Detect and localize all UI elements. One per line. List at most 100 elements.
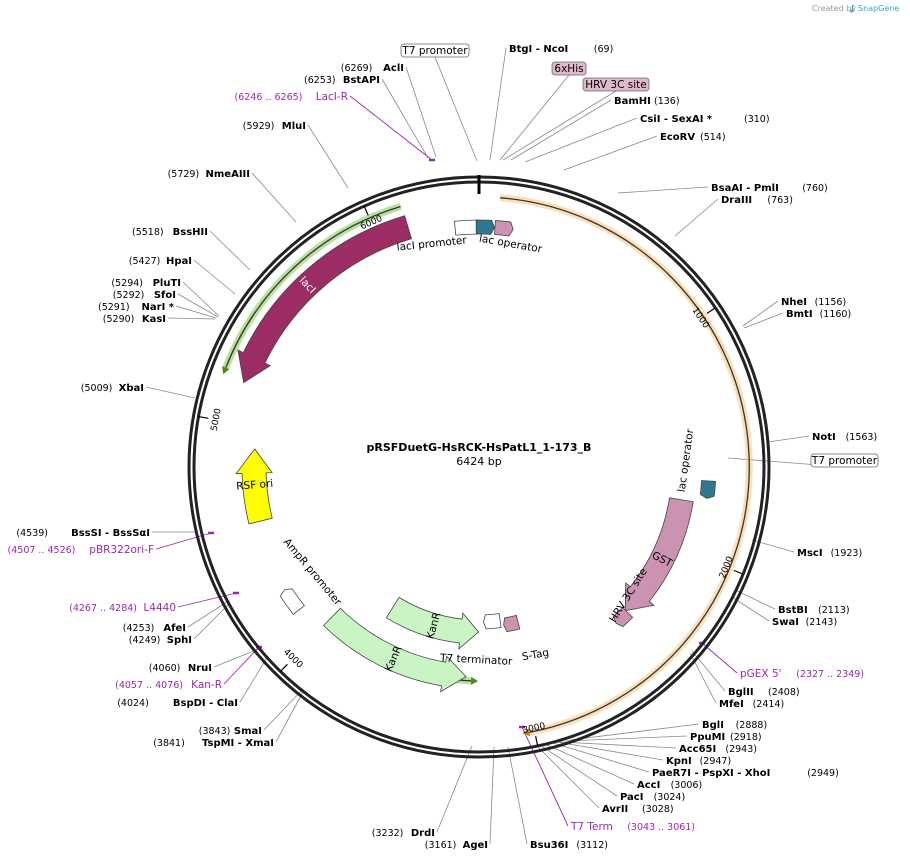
site-label: MscI(1923) bbox=[797, 548, 862, 559]
feature-gst bbox=[624, 497, 694, 612]
site-leader-line bbox=[731, 596, 770, 622]
site-name: PluTI bbox=[153, 278, 181, 289]
site-label: BstAPI(6253) bbox=[304, 75, 380, 86]
primer-label: Kan-R(4057 .. 4076) bbox=[115, 679, 222, 691]
site-position: (2888) bbox=[736, 720, 768, 731]
tick-mark bbox=[363, 205, 369, 216]
site-name: BssSI - BssSαI bbox=[71, 528, 150, 539]
small-feature-lac-operator-top bbox=[475, 219, 495, 235]
snapgene-credit: Created by ʆ SnapGene bbox=[812, 4, 899, 13]
site-name: DrdI bbox=[411, 828, 435, 839]
plasmid-length: 6424 bp bbox=[456, 455, 501, 468]
site-position: (69) bbox=[594, 44, 614, 55]
small-feature-hrv-top bbox=[494, 220, 514, 237]
site-leader-line bbox=[263, 688, 304, 731]
site-position: (3161) bbox=[425, 840, 457, 851]
primer-label: LacI-R(6246 .. 6265) bbox=[235, 91, 348, 103]
small-feature-hrv-right bbox=[613, 607, 634, 628]
site-label: KasI(5290) bbox=[103, 314, 166, 325]
site-position: (4249) bbox=[129, 635, 161, 646]
site-label: BglI(2888) bbox=[702, 720, 767, 731]
site-name: NotI bbox=[812, 432, 836, 443]
site-label: AfeI (4253) bbox=[123, 623, 186, 634]
boxed-label-frame bbox=[551, 61, 587, 76]
primer-leader-line bbox=[223, 646, 260, 685]
site-name: TspMI - XmaI bbox=[202, 738, 274, 749]
site-name: PacI bbox=[620, 792, 643, 803]
primer-leader-line bbox=[521, 726, 569, 827]
site-position: (5290) bbox=[103, 314, 135, 325]
primer-label: pBR322ori-F(4507 .. 4526) bbox=[8, 544, 154, 556]
site-leader-line bbox=[187, 601, 228, 628]
site-name: BtgI - NcoI bbox=[509, 44, 568, 55]
small-feature-s-tag bbox=[503, 614, 521, 633]
site-position: (136) bbox=[654, 96, 680, 107]
site-label: DraIII(763) bbox=[721, 195, 793, 206]
site-leader-line bbox=[251, 172, 297, 223]
site-label: BssSI - BssSαI (4539) bbox=[16, 528, 150, 539]
orf-arc-green-lacI-head bbox=[222, 366, 230, 375]
site-leader-line bbox=[674, 198, 719, 237]
site-label: BsaAI - PmlI(760) bbox=[711, 183, 828, 194]
site-position: (760) bbox=[802, 183, 828, 194]
orf-arc-green-kan-head bbox=[470, 676, 479, 685]
site-label: SwaI(2143) bbox=[772, 617, 837, 628]
orf-arc-green-lacI bbox=[225, 205, 401, 368]
site-position: (3843) bbox=[199, 726, 231, 737]
site-label: SphI(4249) bbox=[129, 635, 192, 646]
site-name: BstAPI bbox=[343, 75, 380, 86]
primer-label: pGEX 5'(2327 .. 2349) bbox=[740, 668, 864, 680]
site-leader-line bbox=[177, 293, 219, 318]
site-position: (2408) bbox=[768, 687, 800, 698]
site-name: BglII bbox=[728, 687, 754, 698]
tick-label: 5000 bbox=[210, 407, 224, 432]
primer-name: pGEX 5' bbox=[740, 668, 782, 680]
boxed-label-text: T7 promoter bbox=[401, 45, 468, 57]
site-position: (4253) bbox=[123, 623, 155, 634]
site-name: PaeR7I - PspXI - XhoI bbox=[652, 768, 770, 779]
site-name: NruI bbox=[188, 663, 212, 674]
boxed-label-leader bbox=[502, 90, 617, 161]
site-leader-line bbox=[489, 47, 507, 161]
site-name: NarI * bbox=[142, 302, 175, 313]
site-label: AvrII(3028) bbox=[602, 804, 674, 815]
site-label: DrdI (3232) bbox=[372, 828, 435, 839]
plasmid-backbone bbox=[187, 175, 771, 759]
site-leader-line bbox=[405, 66, 437, 158]
feature-kanR-1 bbox=[385, 596, 480, 650]
site-position: (2113) bbox=[818, 605, 850, 616]
site-leader-line bbox=[552, 742, 650, 773]
site-name: MfeI bbox=[719, 699, 744, 710]
site-name: EcoRV bbox=[660, 132, 695, 143]
site-position: (5929) bbox=[243, 121, 275, 132]
site-position: (3232) bbox=[372, 828, 404, 839]
site-name: AfeI bbox=[163, 623, 186, 634]
site-label: EcoRV (514) bbox=[660, 132, 726, 143]
site-leader-line bbox=[569, 723, 700, 741]
primer-name: pBR322ori-F bbox=[89, 544, 154, 556]
site-name: AgeI bbox=[463, 840, 488, 851]
site-name: AvrII bbox=[602, 804, 628, 815]
primer-name: Kan-R bbox=[191, 679, 222, 691]
site-position: (4539) bbox=[16, 528, 48, 539]
site-name: BssHII bbox=[173, 227, 208, 238]
site-name: Bsu36I bbox=[530, 840, 568, 851]
site-label: PluTI(5294) bbox=[111, 278, 181, 289]
small-feature-lac-operator-right bbox=[699, 480, 716, 499]
site-position: (4024) bbox=[117, 698, 149, 709]
site-label: PpuMI(2918) bbox=[690, 732, 762, 743]
site-name: DraIII bbox=[721, 195, 752, 206]
site-position: (514) bbox=[700, 132, 726, 143]
tick-label: 3000 bbox=[522, 721, 547, 736]
site-name: SmaI bbox=[234, 726, 262, 737]
primer-range: (4267 .. 4284) bbox=[69, 603, 137, 614]
site-label: NarI *(5291) bbox=[98, 302, 175, 313]
site-position: (5518) bbox=[132, 227, 164, 238]
site-leader-line bbox=[544, 743, 635, 785]
small-feature-label-lac-operator-top: lac operator bbox=[478, 233, 543, 256]
primer-leader-line bbox=[349, 95, 433, 161]
site-label: BssHII (5518) bbox=[132, 227, 208, 238]
site-position: (5729) bbox=[168, 169, 200, 180]
site-label: NotI(1563) bbox=[812, 432, 877, 443]
